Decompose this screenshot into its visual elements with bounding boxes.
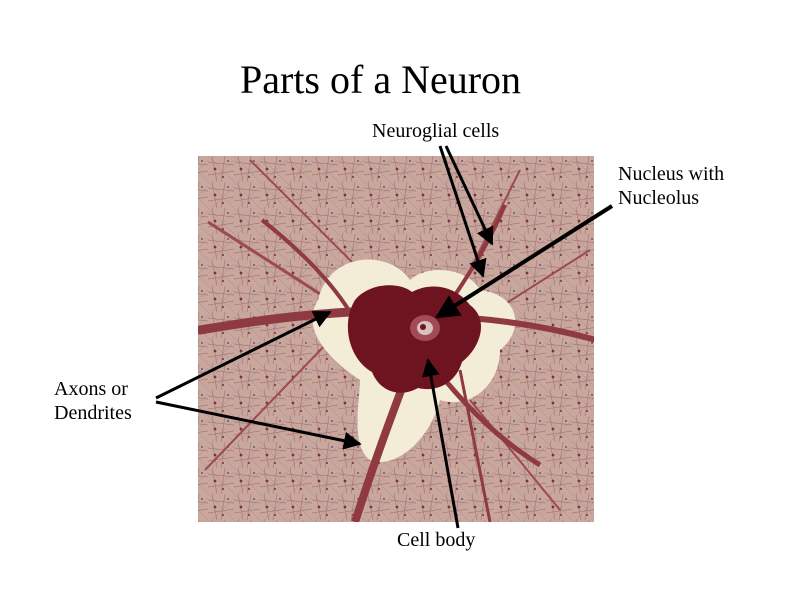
label-axons-line1: Axons or [54, 378, 128, 400]
label-axons-line2: Dendrites [54, 402, 132, 424]
label-neuroglial-cells: Neuroglial cells [372, 120, 500, 142]
page-title: Parts of a Neuron [240, 57, 522, 102]
label-cell-body: Cell body [397, 529, 476, 551]
label-nucleus-line2: Nucleolus [618, 187, 700, 209]
label-nucleus: Nucleus with Nucleolus [618, 162, 724, 210]
label-axons-dendrites: Axons or Dendrites [54, 377, 132, 425]
label-nucleus-line1: Nucleus with [618, 163, 725, 185]
